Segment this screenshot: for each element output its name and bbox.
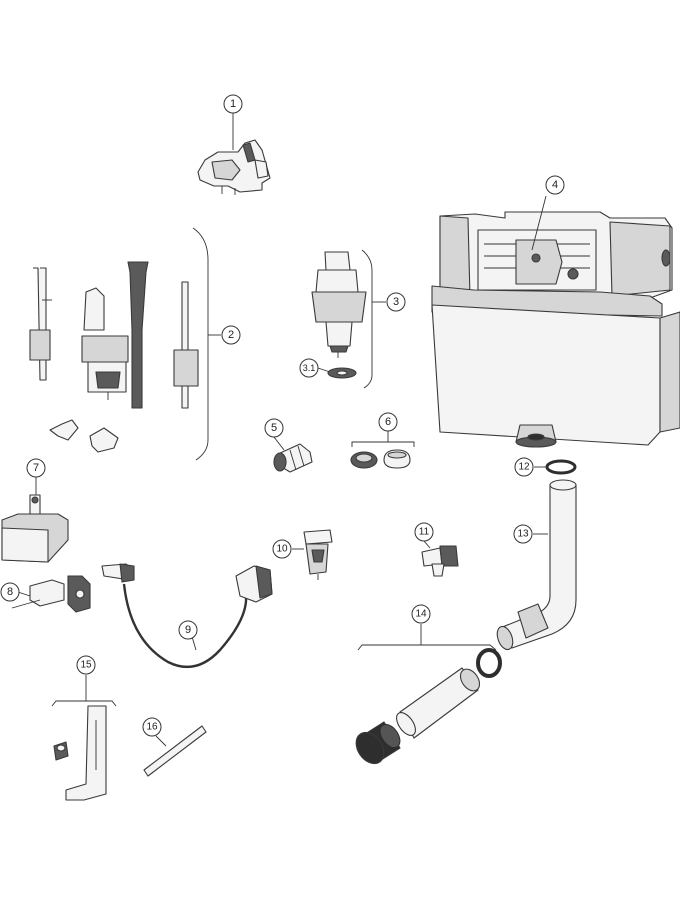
part-11-fitting	[421, 540, 459, 577]
svg-text:8: 8	[7, 586, 13, 598]
callout-2: 2	[221, 325, 241, 345]
part-1-actuator	[197, 113, 271, 195]
callout-13: 13	[513, 524, 533, 544]
callout-11: 11	[414, 522, 434, 542]
callout-3: 3	[386, 292, 406, 312]
part-8-lever	[11, 575, 91, 613]
part-6-caps	[350, 431, 415, 469]
svg-text:16: 16	[146, 722, 158, 733]
svg-text:14: 14	[415, 609, 427, 620]
callout-8: 8	[0, 582, 20, 602]
callout-15: 15	[76, 655, 96, 675]
callout-10: 10	[272, 539, 292, 559]
svg-text:13: 13	[517, 529, 529, 540]
callout-16: 16	[142, 717, 162, 737]
part-2-flush-valve-assembly	[29, 227, 221, 461]
part-3-fill-valve	[311, 249, 386, 389]
svg-text:6: 6	[385, 416, 391, 428]
part-12-oring	[534, 459, 577, 475]
part-4-cistern	[431, 195, 680, 448]
svg-text:4: 4	[552, 179, 558, 191]
callout-3-1: 3.1	[299, 358, 319, 378]
callout-5: 5	[264, 418, 284, 438]
part-14-pipe-set	[355, 624, 502, 765]
part-15-bracket	[51, 675, 117, 801]
svg-text:12: 12	[518, 462, 530, 473]
part-10-insert	[292, 529, 333, 580]
callout-14: 14	[411, 604, 431, 624]
part-9-cable	[101, 563, 273, 669]
svg-text:2: 2	[228, 329, 234, 341]
part-3-1-washer	[317, 367, 357, 379]
part-5-connector	[273, 436, 313, 473]
svg-text:3.1: 3.1	[303, 363, 316, 373]
svg-text:5: 5	[271, 422, 277, 434]
svg-text:15: 15	[80, 660, 92, 671]
svg-text:3: 3	[393, 296, 399, 308]
svg-text:9: 9	[185, 624, 191, 636]
part-13-flush-bend	[496, 479, 577, 651]
part-7-float	[1, 477, 69, 563]
callout-1: 1	[223, 94, 243, 114]
callout-7: 7	[26, 458, 46, 478]
svg-text:10: 10	[276, 544, 288, 555]
callout-12: 12	[514, 457, 534, 477]
callout-9: 9	[178, 620, 198, 640]
svg-text:7: 7	[33, 462, 39, 474]
callout-6: 6	[378, 412, 398, 432]
callout-4: 4	[545, 175, 565, 195]
part-16-rod	[143, 725, 207, 777]
svg-text:1: 1	[230, 98, 236, 110]
svg-text:11: 11	[419, 527, 430, 538]
